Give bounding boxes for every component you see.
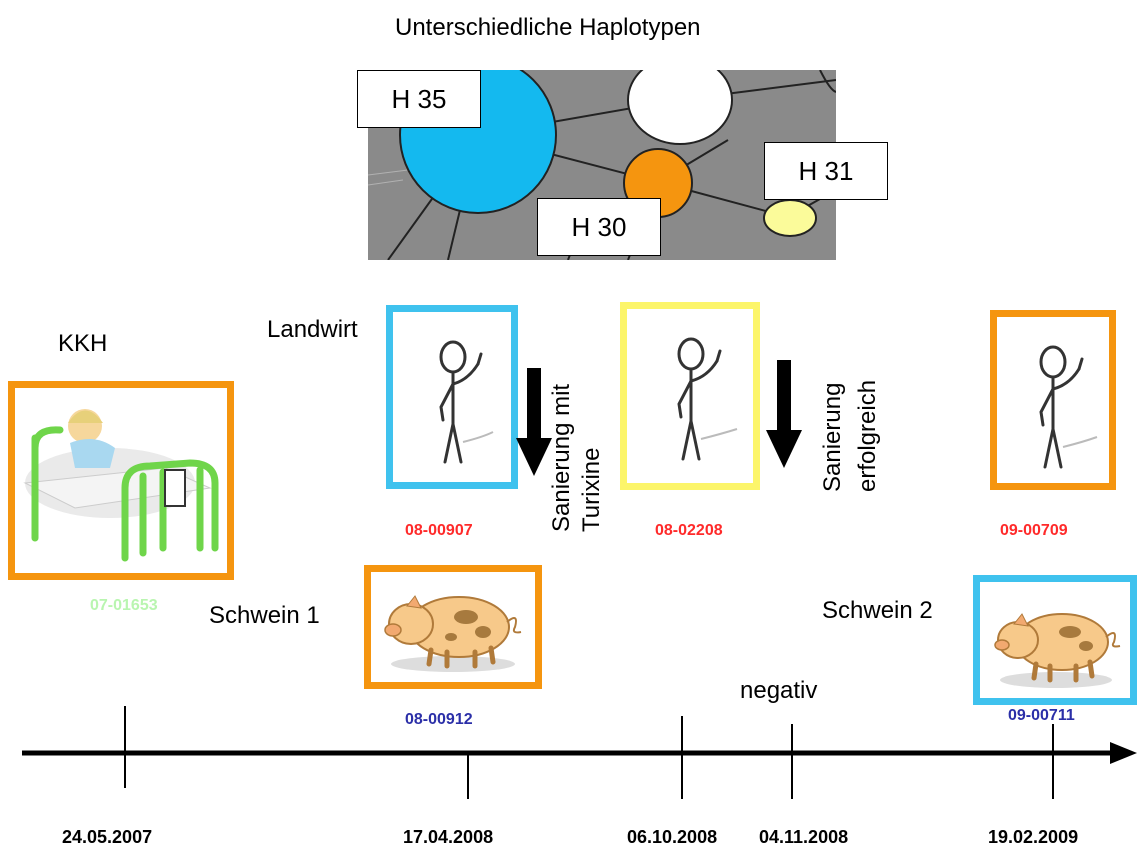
haplotype-label-h31: H 31 (764, 142, 888, 200)
date-label: 24.05.2007 (62, 827, 153, 847)
diagram-title: Unterschiedliche Haplotypen (395, 14, 701, 41)
hospital-bed-icon (23, 409, 219, 562)
haplotype-label-h35: H 35 (357, 70, 481, 128)
haplotype-h31-node (763, 199, 817, 237)
date-label: 06.10.2008 (627, 827, 718, 847)
sanierung-erfolg-line1: Sanierung (819, 382, 846, 492)
schwein2-label: Schwein 2 (822, 597, 933, 624)
landwirt-code-2: 08-02208 (655, 522, 723, 539)
date-label: 17.04.2008 (403, 827, 494, 847)
sanierung-turixine-line1: Sanierung mit (548, 383, 575, 532)
date-label: 19.02.2009 (988, 827, 1079, 847)
landwirt-frame-1 (386, 305, 518, 489)
landwirt-code-1: 08-00907 (405, 522, 473, 539)
kkh-code: 07-01653 (90, 597, 158, 614)
schwein1-label: Schwein 1 (209, 602, 320, 629)
sanierung-turixine-line2: Turixine (578, 447, 605, 532)
schwein1-frame (364, 565, 542, 689)
sanierung-erfolg-line2: erfolgreich (854, 379, 881, 492)
schwein2-frame (973, 575, 1137, 705)
haplotype-node-white (627, 70, 733, 145)
landwirt-frame-2 (620, 302, 760, 490)
pig-icon (384, 595, 522, 672)
schwein2-code: 09-00711 (1008, 707, 1075, 724)
kkh-frame (8, 381, 234, 580)
timeline-axis (0, 700, 1137, 810)
negativ-label: negativ (740, 677, 818, 704)
landwirt-frame-3 (990, 310, 1116, 490)
stick-figure-icon (439, 340, 494, 464)
down-arrow-icon (766, 360, 802, 470)
down-arrow-icon (516, 368, 552, 478)
landwirt-code-3: 09-00709 (1000, 522, 1068, 539)
date-label: 04.11.2008 (759, 827, 849, 847)
landwirt-label: Landwirt (267, 316, 358, 343)
stick-figure-icon (677, 337, 738, 461)
pig-icon (994, 613, 1121, 688)
stick-figure-icon (1039, 345, 1098, 469)
schwein1-code: 08-00912 (405, 711, 473, 728)
haplotype-label-h30: H 30 (537, 198, 661, 256)
kkh-label: KKH (58, 330, 108, 357)
